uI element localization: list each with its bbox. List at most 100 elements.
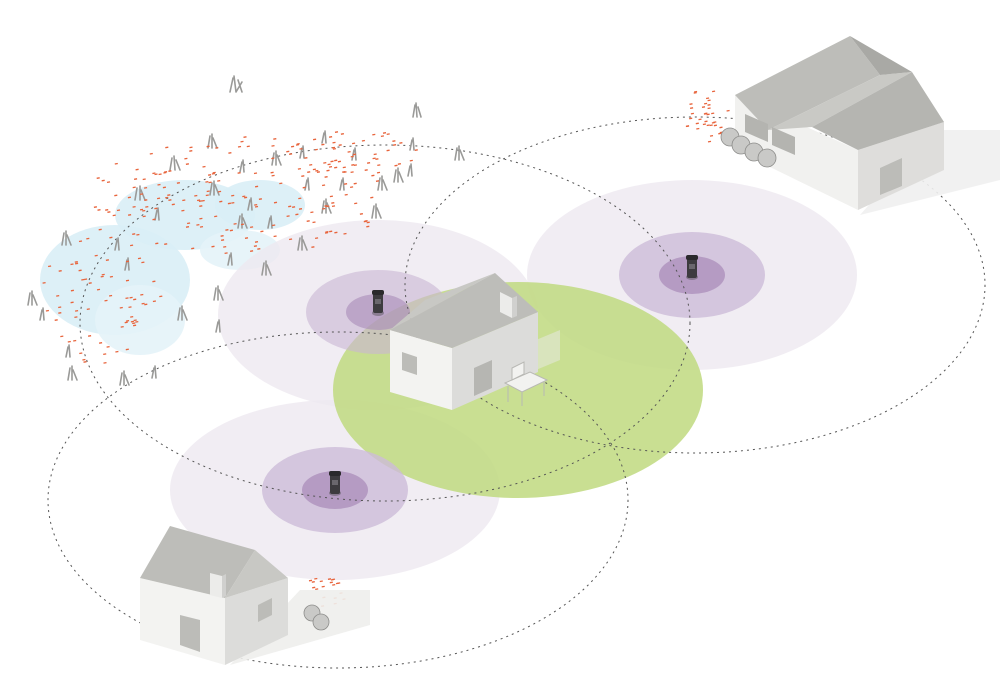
mosquito-mark xyxy=(375,158,379,160)
mosquito-mark xyxy=(332,141,336,144)
mosquito-mark xyxy=(237,172,241,174)
mosquito-mark xyxy=(103,361,107,364)
mosquito-mark xyxy=(143,186,148,189)
mosquito-mark xyxy=(353,182,357,185)
mosquito-mark xyxy=(139,208,144,211)
mosquito-mark xyxy=(271,144,275,147)
mosquito-mark xyxy=(142,178,146,181)
mosquito-mark xyxy=(140,293,144,296)
mosquito-mark xyxy=(328,136,333,138)
mosquito-mark xyxy=(215,146,219,149)
mosquito-mark xyxy=(364,169,368,171)
mosquito-mark xyxy=(154,173,158,176)
mosquito-mark xyxy=(334,159,338,162)
range-circles xyxy=(47,116,986,669)
mosquito-mark xyxy=(299,147,303,150)
mosquito-mark xyxy=(325,231,329,233)
mosquito-mark xyxy=(162,186,167,189)
mosquito-mark xyxy=(273,201,278,204)
mosquito-mark xyxy=(168,199,172,201)
mosquito-mark xyxy=(690,112,695,115)
mosquito-mark xyxy=(324,231,329,234)
mosquito-mark xyxy=(79,352,83,355)
mosquito-mark xyxy=(370,196,374,199)
mosquito-mark xyxy=(302,186,306,189)
mosquito-mark xyxy=(713,124,718,127)
mosquito-mark xyxy=(163,170,168,173)
mosquito-mark xyxy=(330,578,335,581)
mosquito-mark xyxy=(324,176,328,178)
mosquito-mark xyxy=(260,230,264,233)
mosquito-mark xyxy=(107,211,111,213)
mosquito-mark xyxy=(189,150,193,152)
mosquito-mark xyxy=(295,213,299,216)
mosquito-mark xyxy=(314,237,319,240)
mosquito-mark xyxy=(382,132,387,134)
mosquito-mark xyxy=(312,586,316,589)
mosquito-mark xyxy=(198,200,203,203)
mosquito-mark xyxy=(115,350,119,353)
mosquito-mark xyxy=(145,205,149,208)
mosquito-mark xyxy=(152,218,156,221)
mosquito-mark xyxy=(366,225,370,228)
mosquito-mark xyxy=(70,289,75,292)
mosquito-mark xyxy=(127,196,132,199)
mosquito-mark xyxy=(242,195,246,198)
mosquito-mark xyxy=(304,157,308,159)
mosquito-mark xyxy=(327,163,331,166)
mosquito-mark xyxy=(702,123,707,126)
mosquito-mark xyxy=(58,270,62,272)
mosquito-mark xyxy=(350,155,354,158)
shrub-icon xyxy=(303,604,330,631)
mosquito-mark xyxy=(125,297,129,300)
mosquito-mark xyxy=(254,205,259,208)
mosquito-mark xyxy=(298,197,302,200)
mosquito-mark xyxy=(125,319,130,322)
mosquito-mark xyxy=(329,230,333,233)
mosquito-mark xyxy=(109,236,113,239)
mosquito-mark xyxy=(176,182,181,184)
mosquito-mark xyxy=(240,140,244,143)
mosquito-mark xyxy=(112,214,116,217)
mosquito-mark xyxy=(133,319,137,322)
mosquito-mark xyxy=(227,202,232,205)
mosquito-mark xyxy=(328,165,333,168)
mosquito-mark xyxy=(726,109,730,112)
mosquito-mark xyxy=(254,203,258,206)
mosquito-mark xyxy=(88,282,92,284)
mosquito-mark xyxy=(240,223,245,226)
mosquito-mark xyxy=(331,202,335,204)
mosquito-mark xyxy=(211,172,216,175)
mosquito-mark xyxy=(231,201,235,204)
mosquito-mark xyxy=(124,321,128,324)
mosquito-mark xyxy=(705,97,710,100)
mosquito-mark xyxy=(342,166,346,169)
mosquito-mark xyxy=(70,263,74,266)
mosquito-mark xyxy=(375,180,380,182)
mosquito-mark xyxy=(386,149,390,152)
mosquito-mark xyxy=(399,142,403,144)
mosquito-mark xyxy=(194,194,198,197)
pond-area xyxy=(40,180,305,355)
mosquito-mark xyxy=(258,198,263,200)
mosquito-mark xyxy=(74,262,79,265)
mosquito-mark xyxy=(205,180,209,183)
mosquito-mark xyxy=(334,166,338,169)
mosquito-mark xyxy=(100,275,104,278)
mosquito-mark xyxy=(98,342,103,344)
mosquito-mark xyxy=(244,237,249,239)
mosquito-mark xyxy=(171,203,175,206)
mosquito-mark xyxy=(704,120,708,123)
mosquito-mark xyxy=(706,124,710,127)
mosquito-mark xyxy=(202,165,206,168)
mosquito-mark xyxy=(709,134,714,137)
mosquito-mark xyxy=(321,585,325,588)
mosquito-mark xyxy=(343,232,347,235)
mosquito-mark xyxy=(273,235,277,238)
mosquito-mark xyxy=(158,173,162,176)
mosquito-mark xyxy=(132,233,136,235)
mosquito-mark xyxy=(254,185,259,188)
mosquito-mark xyxy=(351,142,356,145)
mosquito-mark xyxy=(342,171,346,173)
